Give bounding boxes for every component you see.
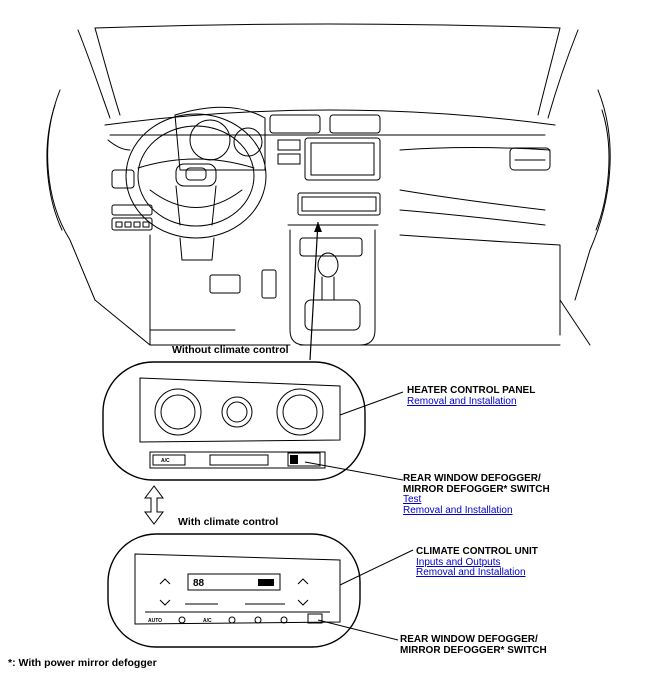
dashboard-illustration xyxy=(46,23,611,346)
pointer-heater-panel xyxy=(339,391,404,416)
ac-button-label-2: A/C xyxy=(203,618,212,624)
pointer-rear-defogger-1 xyxy=(304,461,404,481)
rear-defogger-test-link[interactable]: Test xyxy=(403,494,422,505)
heater-control-panel-callout: A/C xyxy=(102,361,366,481)
caption-without-climate: Without climate control xyxy=(172,344,289,356)
pointer-rear-defogger-2 xyxy=(317,619,399,641)
rear-defogger-removal-link[interactable]: Removal and Installation xyxy=(403,505,513,516)
footnote: *: With power mirror defogger xyxy=(8,657,157,669)
pointer-arrow-upper xyxy=(314,222,322,232)
temp-display-digits: 88 xyxy=(193,578,205,589)
caption-with-climate: With climate control xyxy=(178,516,279,528)
rear-defogger-2-title-line2: MIRROR DEFOGGER* SWITCH xyxy=(400,645,547,656)
rear-defogger-title-line2: MIRROR DEFOGGER* SWITCH xyxy=(403,484,550,495)
heater-panel-removal-link[interactable]: Removal and Installation xyxy=(407,396,517,407)
rear-defogger-title-line1: REAR WINDOW DEFOGGER/ xyxy=(403,473,541,484)
rear-defogger-2-title-line1: REAR WINDOW DEFOGGER/ xyxy=(400,634,538,645)
pointer-climate-unit xyxy=(339,549,414,586)
heater-control-panel-title: HEATER CONTROL PANEL xyxy=(407,385,536,396)
pointer-line-upper xyxy=(309,221,319,361)
climate-unit-removal-link[interactable]: Removal and Installation xyxy=(416,567,526,578)
switch-double-arrow xyxy=(144,485,164,525)
climate-control-unit-callout: 88 AUTO A/C xyxy=(107,533,361,648)
ac-button-label: A/C xyxy=(161,458,170,464)
auto-button-label: AUTO xyxy=(148,618,162,624)
climate-control-unit-title: CLIMATE CONTROL UNIT xyxy=(416,546,538,557)
climate-unit-io-link[interactable]: Inputs and Outputs xyxy=(416,557,501,568)
